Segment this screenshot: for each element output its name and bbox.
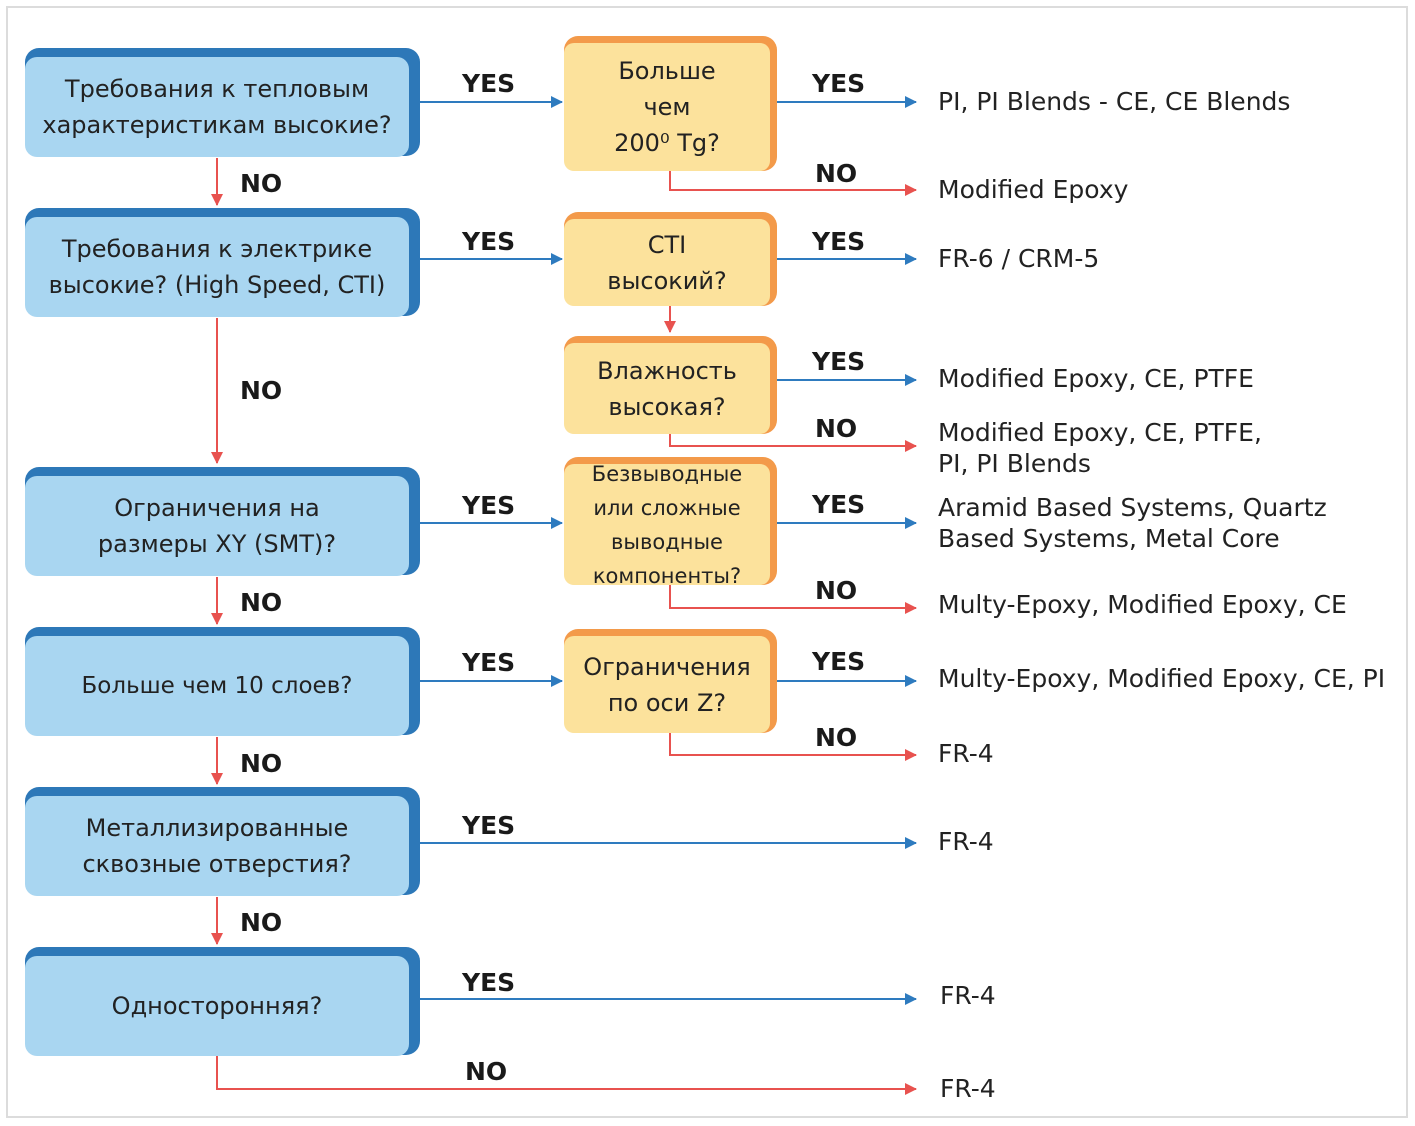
subdecision-tg: Больше чем 200⁰ Tg? [564, 43, 770, 171]
no-arrow-z [669, 733, 917, 761]
result-leadless-no: Multy-Epoxy, Modified Epoxy, CE [938, 590, 1347, 619]
decision-single-sided: Односторонняя? [25, 956, 409, 1056]
result-plated-yes: FR-4 [938, 827, 994, 856]
yes-label-electrical: YES [462, 227, 516, 256]
result-single-yes: FR-4 [940, 981, 996, 1010]
no-label-leadless: NO [815, 576, 858, 605]
yes-label-plated: YES [462, 811, 516, 840]
no-label-electrical: NO [240, 376, 283, 405]
decision-electrical: Требования к электрике высокие? (High Sp… [25, 217, 409, 317]
no-label-layers: NO [240, 749, 283, 778]
yes-label-tg: YES [812, 69, 866, 98]
yes-label-humidity: YES [812, 347, 866, 376]
no-arrow-humidity [669, 434, 917, 452]
yes-label-z: YES [812, 647, 866, 676]
no-label-z: NO [815, 723, 858, 752]
diagram-frame [6, 6, 1408, 1118]
result-tg-no: Modified Epoxy [938, 175, 1129, 204]
no-arrow-single [216, 1056, 917, 1095]
result-leadless-yes: Aramid Based Systems, Quartz Based Syste… [938, 493, 1327, 553]
decision-thermal: Требования к тепловым характеристикам вы… [25, 57, 409, 157]
result-single-no: FR-4 [940, 1074, 996, 1103]
no-label-tg: NO [815, 159, 858, 188]
yes-label-leadless: YES [812, 490, 866, 519]
no-label-humidity: NO [815, 414, 858, 443]
result-humidity-yes: Modified Epoxy, CE, PTFE [938, 364, 1254, 393]
yes-label-thermal: YES [462, 69, 516, 98]
subdecision-leadless: Безвыводные или сложные выводные компоне… [564, 462, 770, 588]
result-z-yes: Multy-Epoxy, Modified Epoxy, CE, PI [938, 664, 1386, 693]
subdecision-cti: CTI высокий? [564, 219, 770, 306]
result-tg-yes: PI, PI Blends - CE, CE Blends [938, 87, 1291, 116]
yes-label-cti: YES [812, 227, 866, 256]
yes-label-xy: YES [462, 491, 516, 520]
decision-plated-holes: Металлизированные сквозные отверстия? [25, 796, 409, 896]
no-label-xy: NO [240, 588, 283, 617]
subdecision-z-axis: Ограничения по оси Z? [564, 636, 770, 733]
no-label-thermal: NO [240, 169, 283, 198]
yes-label-layers: YES [462, 648, 516, 677]
result-humidity-no: Modified Epoxy, CE, PTFE, PI, PI Blends [938, 418, 1262, 478]
no-arrow-leadless [669, 585, 917, 614]
result-cti-yes: FR-6 / CRM-5 [938, 244, 1100, 273]
yes-label-single: YES [462, 968, 516, 997]
decision-xy-size: Ограничения на размеры XY (SMT)? [25, 476, 409, 576]
no-label-plated: NO [240, 908, 283, 937]
subdecision-humidity: Влажность высокая? [564, 343, 770, 434]
decision-layers: Больше чем 10 слоев? [25, 636, 409, 736]
result-z-no: FR-4 [938, 739, 994, 768]
no-label-single: NO [465, 1057, 508, 1086]
no-arrow-tg [669, 171, 917, 196]
